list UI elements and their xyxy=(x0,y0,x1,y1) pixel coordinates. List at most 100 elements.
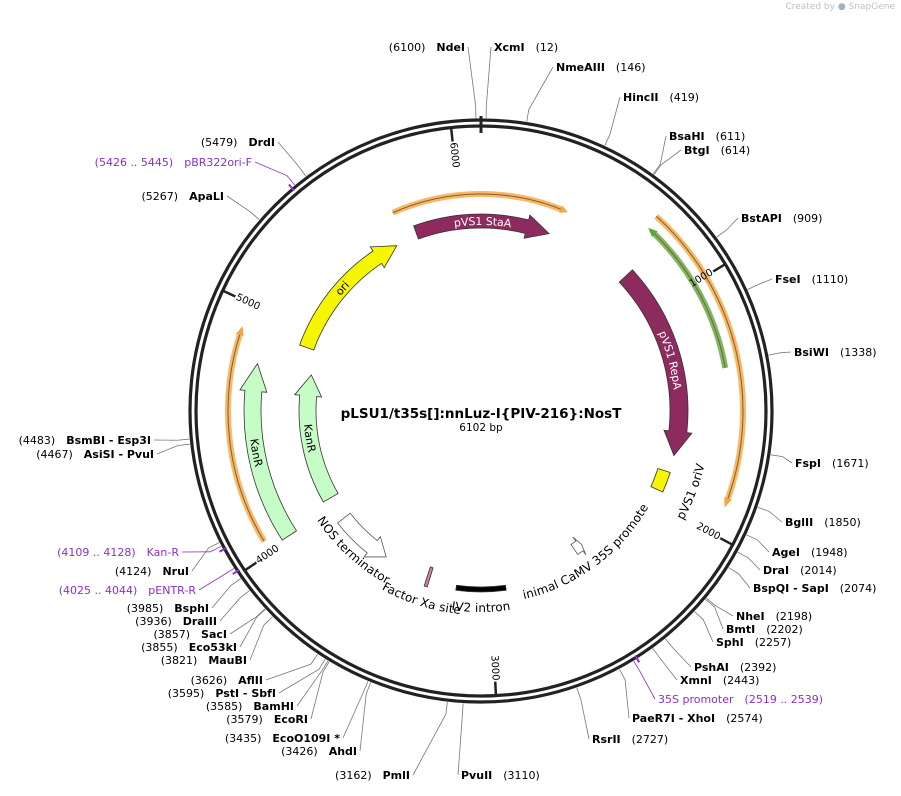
enzyme-label[interactable]: PvuII (3110) xyxy=(461,769,540,782)
enzyme-label[interactable]: (6100) NdeI xyxy=(389,41,465,54)
tick-label: 3000 xyxy=(488,655,500,681)
enzyme-label[interactable]: (3857) SacI xyxy=(153,628,227,641)
label-leader-lines xyxy=(153,46,793,776)
enzyme-label[interactable]: PshAI (2392) xyxy=(694,661,776,674)
snapgene-app-name: SnapGene xyxy=(848,2,895,12)
enzyme-leader xyxy=(694,611,714,643)
enzyme-leader xyxy=(737,551,761,571)
enzyme-label[interactable]: NmeAIII (146) xyxy=(556,61,646,74)
primer-label[interactable]: (5426 .. 5445) pBR322ori-F xyxy=(95,156,252,169)
enzyme-leader xyxy=(296,660,329,707)
enzyme-leader xyxy=(310,661,330,720)
enzyme-label[interactable]: (3855) Eco53kI xyxy=(141,641,237,654)
annotation-arrowhead xyxy=(724,497,732,508)
enzyme-label[interactable]: (3626) AflII xyxy=(191,674,263,687)
tick-label: 4000 xyxy=(254,543,281,566)
enzyme-leader xyxy=(485,46,492,119)
enzyme-label[interactable]: HincII (419) xyxy=(623,91,699,104)
annotation-arrowhead xyxy=(648,227,658,237)
plasmid-size: 6102 bp xyxy=(459,422,503,434)
feature-label-kanr-2: KanR xyxy=(301,423,318,453)
plasmid-backbone xyxy=(188,116,774,704)
enzyme-leader xyxy=(653,149,682,175)
snapgene-brand: Created by ● SnapGene xyxy=(785,2,895,12)
enzyme-label[interactable]: PaeR7I - XhoI (2574) xyxy=(632,712,763,725)
primer-label[interactable]: (4025 .. 4044) pENTR-R xyxy=(59,584,197,597)
feature-pvs1-stab xyxy=(413,213,550,240)
feature-factor-xa xyxy=(423,566,434,588)
enzyme-label[interactable]: BglII (1850) xyxy=(785,516,861,529)
enzyme-label[interactable]: BsiWI (1338) xyxy=(794,346,877,359)
primer-site-mark xyxy=(232,568,241,575)
tick-mark xyxy=(712,263,726,273)
enzyme-label[interactable]: (3821) MauBI xyxy=(161,654,247,667)
enzyme-label[interactable]: (3426) AhdI xyxy=(281,745,357,758)
primer-leader xyxy=(181,545,222,553)
enzyme-leader xyxy=(359,682,372,752)
enzyme-leader xyxy=(265,653,318,681)
enzyme-label[interactable]: (4124) NruI xyxy=(115,565,189,578)
enzyme-label[interactable]: AgeI (1948) xyxy=(772,546,848,559)
enzyme-label[interactable]: (4467) AsiSI - PvuI xyxy=(36,448,154,461)
tick-mark xyxy=(493,681,498,695)
primer-leader xyxy=(633,660,656,700)
feature-pvs1-repa xyxy=(618,269,693,457)
enzyme-leader xyxy=(226,195,260,220)
enzyme-leader xyxy=(153,438,190,441)
primer-site-mark xyxy=(288,183,295,192)
enzyme-label[interactable]: DraI (2014) xyxy=(763,564,837,577)
enzyme-label[interactable]: (3585) BamHI xyxy=(206,700,294,713)
enzyme-label[interactable]: RsrII (2727) xyxy=(592,733,668,746)
enzyme-leader xyxy=(768,351,792,356)
enzyme-label[interactable]: NheI (2198) xyxy=(736,610,812,623)
annotation-arc-core xyxy=(392,193,563,214)
enzyme-leader xyxy=(342,681,369,739)
enzyme-leader xyxy=(219,590,250,622)
enzyme-label[interactable]: (5479) DrdI xyxy=(201,136,275,149)
enzyme-label[interactable]: (3595) PstI - SbfI xyxy=(168,687,276,700)
enzyme-label[interactable]: FspI (1671) xyxy=(795,457,869,470)
enzyme-leader xyxy=(277,141,307,177)
enzyme-label[interactable]: SphI (2257) xyxy=(716,636,791,649)
enzyme-label[interactable]: (3435) EcoO109I * xyxy=(225,732,340,745)
primer-label[interactable]: (4109 .. 4128) Kan-R xyxy=(57,546,179,559)
feature-label-factor-xa: Factor Xa site xyxy=(380,579,462,617)
enzyme-label[interactable]: BsaHI (611) xyxy=(669,130,745,143)
enzyme-label[interactable]: (3162) PmlI xyxy=(335,769,410,782)
enzyme-leader xyxy=(229,608,266,635)
tick-label: 5000 xyxy=(234,292,262,313)
enzyme-leader xyxy=(249,616,273,661)
enzyme-label[interactable]: (5267) ApaLI xyxy=(142,190,225,203)
enzyme-label[interactable]: BtgI (614) xyxy=(684,144,750,157)
feature-ori xyxy=(299,245,398,351)
enzyme-leader xyxy=(412,702,448,776)
enzyme-label[interactable]: BmtI (2202) xyxy=(726,623,803,636)
enzyme-leader xyxy=(716,217,739,238)
enzyme-label[interactable]: (3579) EcoRI xyxy=(226,713,308,726)
primer-site-mark xyxy=(634,655,641,663)
enzyme-label[interactable]: XcmI (12) xyxy=(494,41,558,54)
enzyme-leader xyxy=(278,658,326,694)
enzyme-leader xyxy=(728,567,751,589)
enzyme-label[interactable]: BspQI - SapI (2074) xyxy=(753,582,876,595)
enzyme-label[interactable]: XmnI (2443) xyxy=(680,674,759,687)
enzyme-label[interactable]: (3936) DraIII xyxy=(135,615,217,628)
enzyme-leader xyxy=(576,687,590,740)
feature-kanr-2 xyxy=(293,374,339,503)
annotation-arc-core xyxy=(655,215,744,501)
tick-label: 6000 xyxy=(447,142,461,168)
created-by-label: Created by xyxy=(785,2,835,12)
enzyme-leader xyxy=(705,599,724,630)
enzyme-label[interactable]: (4483) BsmBI - Esp3I xyxy=(19,434,151,447)
enzyme-label[interactable]: (3985) BsphI xyxy=(127,602,209,615)
primer-label[interactable]: 35S promoter (2519 .. 2539) xyxy=(658,693,823,706)
enzyme-label[interactable]: FseI (1110) xyxy=(775,273,848,286)
enzyme-label[interactable]: BstAPI (909) xyxy=(741,212,822,225)
enzyme-leader xyxy=(156,443,190,455)
primer-site-mark xyxy=(219,547,228,553)
feature-pvs1-oriv xyxy=(650,467,671,493)
annotation-arc-core xyxy=(652,232,726,369)
enzyme-leader xyxy=(652,135,667,175)
